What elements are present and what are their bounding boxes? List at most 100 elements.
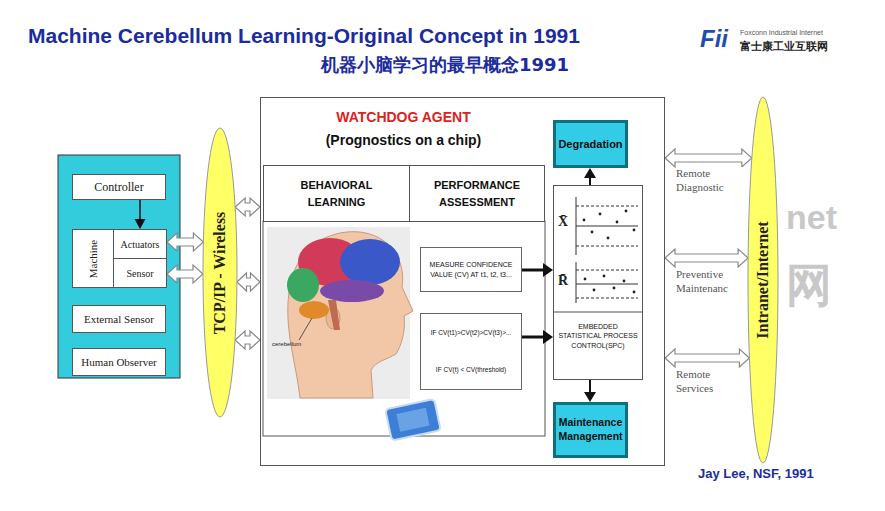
double-arrow — [235, 331, 260, 349]
watermark: 网 — [786, 255, 832, 317]
connector — [522, 263, 553, 277]
connector — [237, 273, 260, 291]
node-text: BEHAVIORAL LEARNING — [264, 177, 409, 210]
chip-body — [385, 399, 441, 441]
decision-box: IF CV(t1)>CV(t2)>CV(t3)>... IF CV(t) < CV… — [420, 313, 522, 390]
node-text: Controller — [92, 180, 145, 195]
edge-label: Remote Services — [676, 368, 744, 396]
brain-frontal — [340, 239, 400, 285]
arrow-head — [543, 330, 553, 344]
control-limit — [576, 206, 638, 207]
chinese-title: 机器小脑学习的最早概念1991 — [290, 53, 600, 77]
arrow-head — [543, 263, 553, 277]
process-box: MEASURE CONFIDENCE VALUE (CV) AT t1, t2,… — [420, 247, 522, 292]
leader-line — [299, 318, 312, 340]
connector — [584, 168, 596, 185]
node-text: EMBEDDED STATISTICAL PROCESS CONTROL(SPC… — [557, 322, 639, 350]
observer-box: Human Observer — [72, 348, 166, 376]
part-name: cerebellum — [272, 341, 301, 347]
range-points — [584, 275, 636, 294]
logo-text: Foxconn Industrial Internet — [740, 29, 823, 36]
brain-temporal — [320, 280, 384, 302]
node-text: Machine — [87, 239, 99, 277]
data-point — [633, 229, 636, 232]
connector-line — [589, 380, 591, 392]
controller-box: Controller — [72, 174, 166, 200]
header-cell: BEHAVIORAL LEARNING — [263, 165, 410, 222]
data-point — [603, 275, 606, 278]
connector-line — [522, 336, 543, 339]
node-text: Degradation — [556, 138, 624, 150]
data-point — [583, 219, 586, 222]
double-arrow — [665, 249, 748, 267]
brain-stem — [328, 300, 340, 330]
double-arrow — [237, 273, 260, 291]
data-point — [625, 210, 628, 213]
double-arrow — [167, 233, 203, 251]
connector — [584, 380, 596, 402]
control-limit — [576, 270, 638, 271]
xbar-points — [583, 210, 636, 240]
chip-core — [396, 408, 429, 432]
chart-symbol: X̄ — [558, 214, 568, 230]
connector — [665, 249, 748, 267]
connector — [235, 331, 260, 349]
data-point — [607, 237, 610, 240]
author-note: Jay Lee, NSF, 1991 — [698, 466, 814, 481]
ellipse-shape — [748, 97, 778, 463]
data-point — [593, 289, 596, 292]
data-point — [616, 221, 619, 224]
brain-occipital — [287, 268, 319, 302]
double-arrow — [167, 265, 203, 283]
control-limit — [576, 298, 638, 299]
machine-panel — [58, 155, 180, 378]
node-text: (Prognostics on a chip) — [261, 132, 546, 148]
connector-line — [589, 178, 591, 185]
cerebellum-region — [299, 301, 329, 319]
chart-axis — [576, 262, 577, 303]
status-box: Degradation — [553, 120, 628, 168]
data-point — [584, 278, 587, 281]
edge-label: Remote Diagnostic — [676, 167, 744, 195]
header-cell: PERFORMANCE ASSESSMENT — [409, 165, 545, 222]
sensor-box: External Sensor — [72, 305, 166, 333]
network-ellipse: Intranet/Internet — [747, 96, 779, 464]
agent-box: WATCHDOG AGENT (Prognostics on a chip) BEH… — [260, 97, 665, 466]
arrow-head — [135, 219, 146, 229]
node-text: WATCHDOG AGENT — [261, 109, 546, 125]
connector — [167, 265, 203, 283]
data-point — [599, 213, 602, 216]
xbar-chart — [576, 197, 638, 255]
node-text: Actuators — [119, 239, 162, 250]
connector — [167, 233, 203, 251]
ellipse-shape — [203, 128, 237, 417]
data-point — [613, 287, 616, 290]
double-arrow — [235, 198, 260, 216]
data-point — [633, 291, 636, 294]
chip-picture — [385, 399, 441, 441]
arrow-head — [584, 168, 596, 178]
node-text: IF CV(t1)>CV(t2)>CV(t3)>... — [428, 329, 515, 337]
actuator-box: Actuators — [113, 229, 167, 259]
center-line — [576, 226, 638, 227]
machine-box: MachineActuatorsSensor — [72, 229, 166, 288]
control-limit — [576, 246, 638, 247]
node-text: Human Observer — [79, 356, 158, 368]
watermark: net — [786, 198, 837, 237]
edge-label: Preventive Maintenanc — [676, 268, 744, 296]
center-line — [576, 284, 638, 285]
chart-divider — [553, 312, 643, 313]
node-text: External Sensor — [82, 313, 156, 325]
connector — [235, 198, 260, 216]
node-text: IF CV(t) < CV(threshold) — [433, 366, 509, 374]
data-point — [591, 231, 594, 234]
arrow-head — [584, 392, 596, 402]
status-box: Maintenance Management — [553, 402, 628, 458]
connector — [665, 149, 752, 167]
logo-text: 富士康工业互联网 — [740, 39, 828, 54]
chart-symbol: R̄ — [558, 273, 568, 289]
node-text: MEASURE CONFIDENCE VALUE (CV) AT t1, t2,… — [421, 260, 521, 278]
connector — [522, 330, 553, 344]
node-text: TCP/IP - Wireless — [211, 211, 229, 334]
double-arrow — [665, 149, 752, 167]
